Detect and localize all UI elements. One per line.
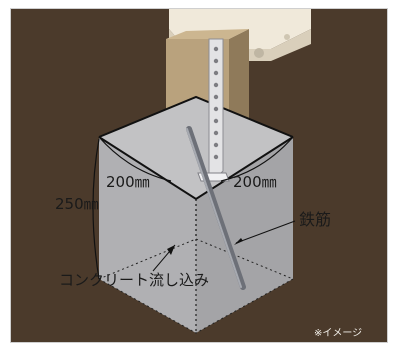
- foundation-diagram: 200㎜ 200㎜ 250㎜ 鉄筋 コンクリート流し込み ※イメージ: [11, 9, 387, 342]
- dimension-width-left: 200㎜: [106, 173, 150, 191]
- rebar-rod: [186, 126, 246, 290]
- metal-bracket: [197, 38, 230, 182]
- concrete-pour-label: コンクリート流し込み: [59, 271, 209, 289]
- diagram-frame: 200㎜ 200㎜ 250㎜ 鉄筋 コンクリート流し込み ※イメージ: [10, 8, 388, 343]
- dimension-width-right: 200㎜: [233, 173, 277, 191]
- image-note: ※イメージ: [314, 328, 362, 339]
- dimension-lines: [92, 136, 294, 280]
- rebar-label: 鉄筋: [299, 210, 331, 229]
- dimension-height: 250㎜: [55, 195, 99, 213]
- leader-lines: [152, 220, 296, 272]
